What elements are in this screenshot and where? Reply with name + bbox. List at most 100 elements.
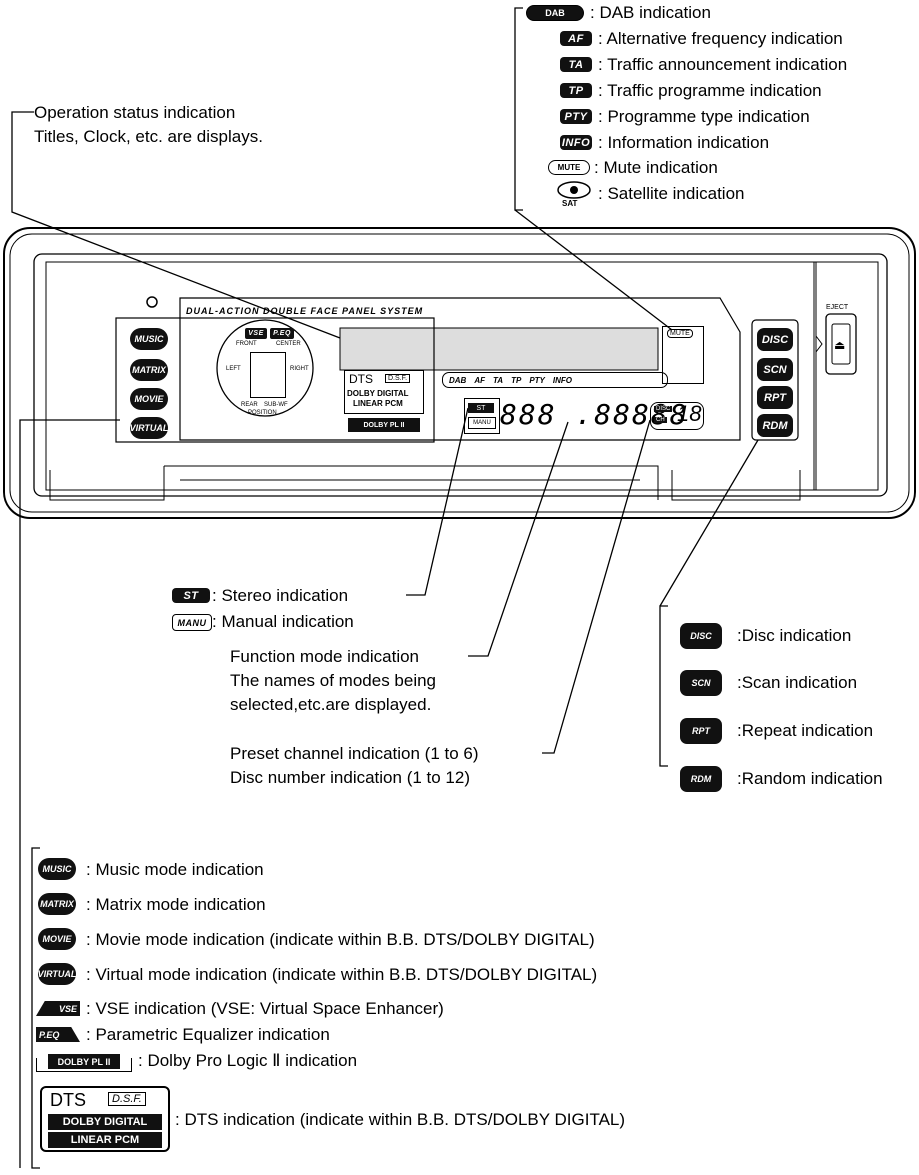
dts-legend-dts: DTS [50,1090,86,1110]
scn-legend-icon: SCN [680,670,722,696]
dab-icon: DAB [526,5,584,21]
ta-legend-text: : Traffic announcement indication [598,55,848,74]
dab-legend-text: : DAB indication [590,3,711,22]
panel-dts: DTS [349,372,373,386]
peq-badge: P.EQ [270,328,294,339]
af-icon: AF [560,31,592,46]
pty-icon: PTY [560,109,592,124]
subwf-label: SUB-WF [264,402,288,408]
rpt-legend-text: :Repeat indication [737,721,874,740]
music-legend-text: : Music mode indication [86,860,264,879]
satellite-icon: SAT [556,178,592,208]
rds-pty: PTY [529,375,545,385]
sat-icon-label: SAT [562,199,578,208]
right-label: RIGHT [290,366,309,372]
ta-icon: TA [560,57,592,72]
rds-dab: DAB [449,375,467,385]
stereo-text: : Stereo indication [212,586,349,605]
center-label: CENTER [276,341,301,347]
vse-legend-icon: VSE [36,1001,80,1016]
rds-ta: TA [493,375,504,385]
rdm-legend-icon: RDM [680,766,722,792]
st-manu-box: ST MANU [464,398,500,434]
eject-label: EJECT [826,304,849,311]
panel-dolby-pl: DOLBY PL II [348,418,420,432]
rdm-legend-text: :Random indication [737,769,883,788]
movie-legend-text: : Movie mode indication (indicate within… [86,930,595,949]
operation-status-desc: Titles, Clock, etc. are displays. [34,127,263,146]
music-button[interactable]: MUSIC [130,328,168,350]
dolby-pl-legend-frame [36,1058,132,1072]
manual-text: : Manual indication [212,612,354,631]
movie-button[interactable]: MOVIE [130,388,168,410]
eject-icon[interactable]: ⏏ [834,338,846,352]
disc-number-text: Disc number indication (1 to 12) [230,768,471,787]
virtual-legend-text: : Virtual mode indication (indicate with… [86,965,598,984]
tp-icon: TP [560,83,592,98]
matrix-legend-text: : Matrix mode indication [86,895,266,914]
function-mode-title: Function mode indication [230,647,420,666]
panel-manu: MANU [468,417,496,429]
tp-legend-text: : Traffic programme indication [598,81,822,100]
left-label: LEFT [226,366,241,372]
rds-af: AF [474,375,486,385]
scn-button[interactable]: SCN [757,358,793,381]
position-label: POSITION [248,410,277,416]
mute-legend-text: : Mute indication [594,158,718,177]
movie-legend-icon: MOVIE [38,928,76,950]
rdm-button[interactable]: RDM [757,414,793,437]
rear-label: REAR [241,402,258,408]
matrix-button[interactable]: MATRIX [130,359,168,381]
panel-dolby-digital: DOLBY DIGITAL [347,389,409,398]
mute-sat-indicator: MUTE [662,326,704,384]
panel-linear-pcm: LINEAR PCM [353,399,403,408]
scn-legend-text: :Scan indication [737,673,858,692]
disc-legend-icon: DISC [680,623,722,649]
pty-legend-text: : Programme type indication [598,107,810,126]
panel-ch-label: CH [654,417,667,423]
dts-legend-dsf: D.S.F. [108,1092,146,1106]
operation-status-title: Operation status indication [34,103,236,122]
virtual-button[interactable]: VIRTUAL [130,417,168,439]
virtual-legend-icon: VIRTUAL [38,963,76,985]
matrix-legend-icon: MATRIX [38,893,76,915]
front-label: FRONT [236,341,257,347]
rpt-legend-icon: RPT [680,718,722,744]
dts-legend-dolby-digital: DOLBY DIGITAL [48,1114,162,1130]
dolby-pl-legend-icon: DOLBY PL II [48,1054,120,1069]
panel-dsf: D.S.F. [385,374,411,383]
vse-badge: VSE [245,328,267,339]
info-icon: INFO [560,135,592,150]
dts-panel-block: DTS D.S.F. DOLBY DIGITAL LINEAR PCM [344,370,424,414]
disc-ch-box: DISC CH 18 [650,401,704,430]
music-legend-icon: MUSIC [38,858,76,880]
disc-button[interactable]: DISC [757,328,793,351]
dolby-pl-legend-text: : Dolby Pro Logic Ⅱ indication [138,1051,358,1070]
speaker-grid-icon [250,352,286,398]
preset-title: Preset channel indication (1 to 6) [230,744,479,763]
satellite-legend-text: : Satellite indication [598,184,745,203]
stereo-icon: ST [172,588,210,603]
mute-icon: MUTE [548,160,590,175]
rds-info: INFO [552,375,572,385]
info-legend-text: : Information indication [598,133,770,152]
rds-indicator-row: DAB AF TA TP PTY INFO [442,372,668,388]
panel-mute: MUTE [667,329,693,338]
af-legend-text: : Alternative frequency indication [598,29,843,48]
function-mode-desc-2: selected,etc.are displayed. [230,695,432,714]
peq-legend-text: : Parametric Equalizer indication [86,1025,330,1044]
panel-header: DUAL-ACTION DOUBLE FACE PANEL SYSTEM [186,306,424,316]
dts-legend-icon: DTS D.S.F. DOLBY DIGITAL LINEAR PCM [40,1086,170,1152]
dts-legend-linear-pcm: LINEAR PCM [48,1132,162,1148]
dts-legend-text: : DTS indication (indicate within B.B. D… [175,1110,626,1129]
vse-legend-text: : VSE indication (VSE: Virtual Space Enh… [86,999,444,1018]
rds-tp: TP [511,375,522,385]
rpt-button[interactable]: RPT [757,386,793,409]
panel-st: ST [468,403,494,413]
panel-ch-number: 18 [677,401,702,426]
manual-icon: MANU [172,614,212,631]
panel-disc-label: DISC [654,406,673,412]
disc-legend-text: :Disc indication [737,626,852,645]
function-mode-desc-1: The names of modes being [230,671,437,690]
